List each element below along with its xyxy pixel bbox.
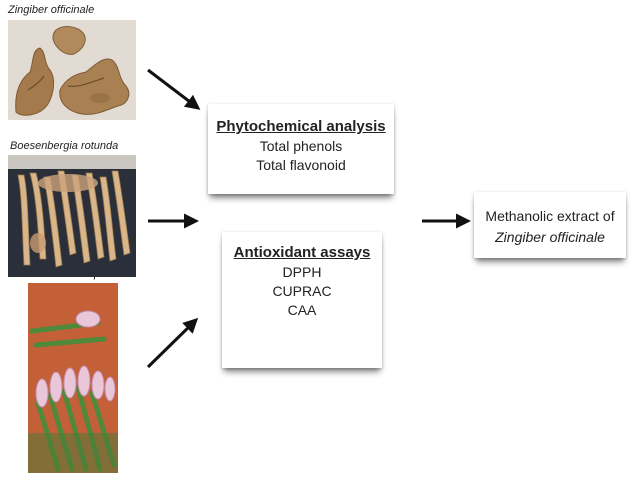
fingerroot-rhizomes-photo [8,155,136,277]
phytochemical-item-flavonoid: Total flavonoid [256,157,346,173]
phytochemical-title: Phytochemical analysis [216,118,386,135]
antioxidant-item-cuprac: CUPRAC [272,283,332,299]
arrow-torch-to-analysis [146,317,199,369]
antioxidant-item-dpph: DPPH [282,264,322,280]
arrow-ginger-to-analysis [147,68,201,110]
phytochemical-analysis-box: Phytochemical analysis Total phenols Tot… [208,104,394,194]
torch-ginger-buds-photo [28,283,118,473]
antioxidant-assays-box: Antioxidant assays DPPH CUPRAC CAA [222,232,382,368]
plant-label-zingiber: Zingiber officinale [8,4,95,16]
result-line-2: Zingiber officinale [495,229,605,245]
ginger-rhizome-photo [8,20,136,120]
result-line-1: Methanolic extract of [485,208,615,224]
antioxidant-title: Antioxidant assays [233,244,371,261]
antioxidant-item-caa: CAA [287,302,317,318]
phytochemical-item-phenols: Total phenols [259,138,343,154]
plant-label-boesenbergia: Boesenbergia rotunda [10,140,119,152]
methanolic-extract-box: Methanolic extract of Zingiber officinal… [474,192,626,258]
